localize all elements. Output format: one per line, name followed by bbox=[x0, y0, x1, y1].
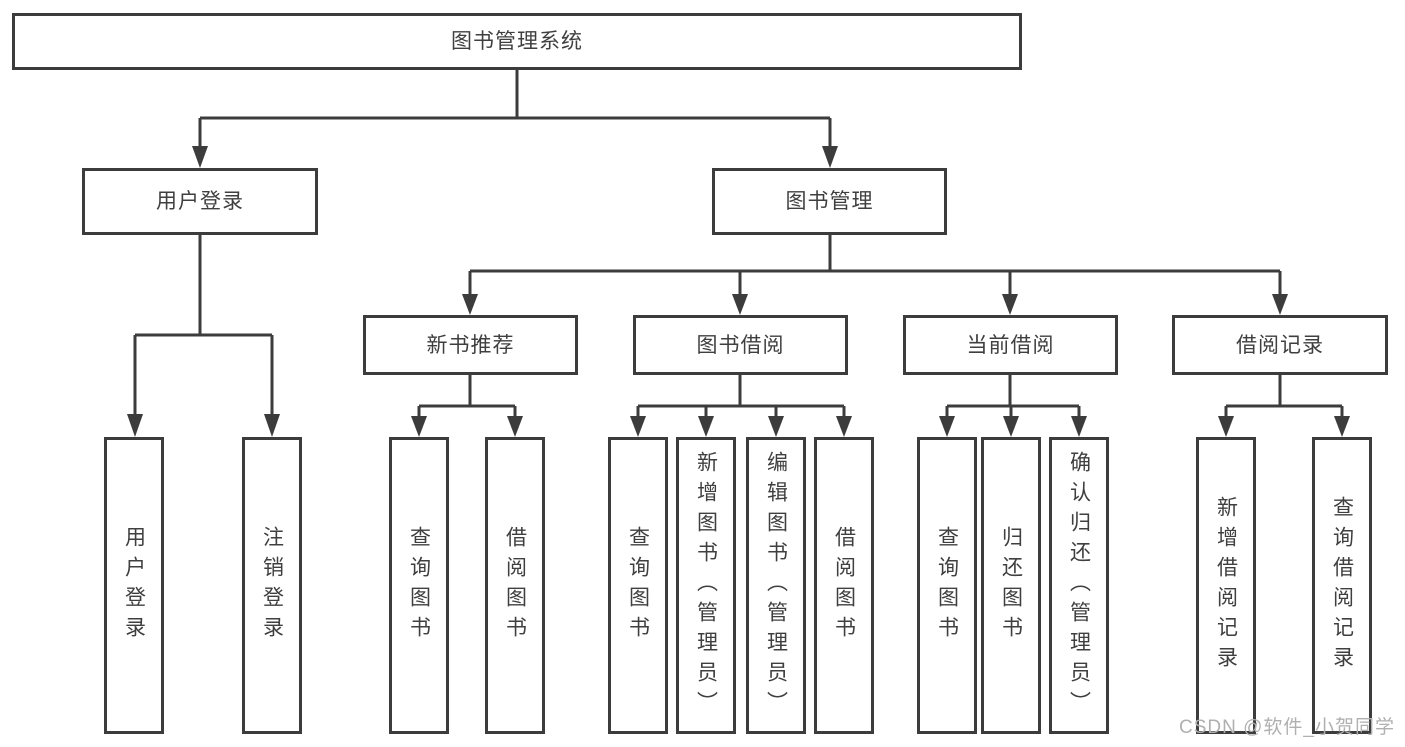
leaf-recommend-borrow-books: 借阅图书 bbox=[485, 437, 545, 734]
node-book-borrow: 图书借阅 bbox=[633, 315, 848, 375]
leaf-return-books-label: 归还图书 bbox=[999, 525, 1023, 646]
leaf-current-query-books: 查询图书 bbox=[917, 437, 977, 734]
node-root-label: 图书管理系统 bbox=[451, 30, 583, 53]
leaf-recommend-query-books-label: 查询图书 bbox=[407, 525, 431, 646]
node-root-system: 图书管理系统 bbox=[12, 13, 1022, 70]
leaf-logout: 注销登录 bbox=[242, 437, 302, 734]
node-user-login-label: 用户登录 bbox=[156, 190, 244, 213]
leaf-logout-label: 注销登录 bbox=[260, 525, 284, 646]
leaf-add-books-admin: 新增图书（管理员） bbox=[676, 437, 736, 734]
leaf-query-borrow-record: 查询借阅记录 bbox=[1312, 437, 1372, 734]
leaf-add-books-admin-label: 新增图书（管理员） bbox=[694, 450, 718, 721]
leaf-borrow-books: 借阅图书 bbox=[814, 437, 874, 734]
leaf-return-books: 归还图书 bbox=[981, 437, 1041, 734]
node-borrow-record-label: 借阅记录 bbox=[1236, 333, 1324, 357]
leaf-query-borrow-record-label: 查询借阅记录 bbox=[1330, 495, 1354, 676]
csdn-watermark: CSDN @软件_小贺同学 bbox=[1179, 717, 1395, 738]
arrowheads bbox=[127, 146, 1350, 437]
leaf-recommend-borrow-books-label: 借阅图书 bbox=[503, 525, 527, 646]
leaf-confirm-return-admin-label: 确认归还（管理员） bbox=[1067, 450, 1091, 721]
leaf-add-borrow-record-label: 新增借阅记录 bbox=[1214, 495, 1238, 676]
leaf-edit-books-admin-label: 编辑图书（管理员） bbox=[764, 450, 788, 721]
leaf-confirm-return-admin: 确认归还（管理员） bbox=[1049, 437, 1109, 734]
node-book-management-label: 图书管理 bbox=[785, 190, 874, 213]
leaf-edit-books-admin: 编辑图书（管理员） bbox=[746, 437, 806, 734]
node-current-borrow: 当前借阅 bbox=[903, 315, 1118, 375]
node-book-management-branch: 图书管理 bbox=[712, 168, 947, 235]
leaf-add-borrow-record: 新增借阅记录 bbox=[1196, 437, 1256, 734]
leaf-borrow-query-books-label: 查询图书 bbox=[626, 525, 650, 646]
leaf-borrow-query-books: 查询图书 bbox=[608, 437, 668, 734]
node-borrow-record: 借阅记录 bbox=[1172, 315, 1388, 375]
leaf-user-login-label: 用户登录 bbox=[122, 525, 146, 646]
leaf-borrow-books-label: 借阅图书 bbox=[832, 525, 856, 646]
leaf-user-login: 用户登录 bbox=[104, 437, 164, 734]
leaf-current-query-books-label: 查询图书 bbox=[935, 525, 959, 646]
node-book-borrow-label: 图书借阅 bbox=[696, 333, 785, 357]
node-user-login-branch: 用户登录 bbox=[82, 168, 318, 235]
node-new-book-recommend: 新书推荐 bbox=[363, 315, 578, 375]
node-current-borrow-label: 当前借阅 bbox=[966, 333, 1055, 357]
node-new-book-recommend-label: 新书推荐 bbox=[426, 333, 515, 357]
leaf-recommend-query-books: 查询图书 bbox=[389, 437, 449, 734]
